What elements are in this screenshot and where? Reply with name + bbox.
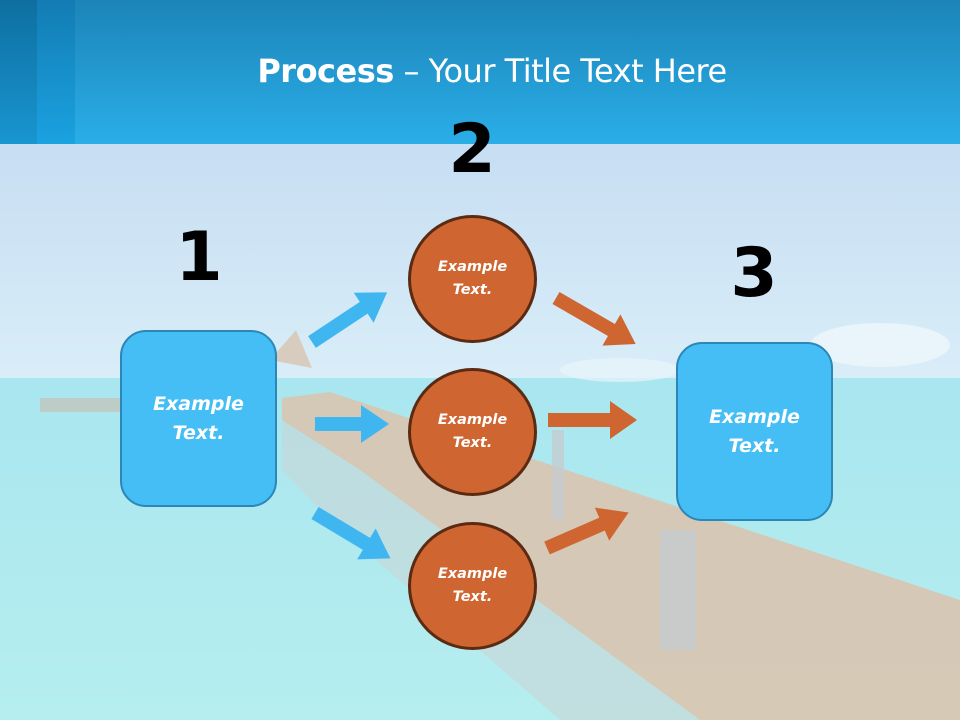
arrow-up-right-icon xyxy=(544,507,629,555)
step-2-circle-bottom[interactable]: Example Text. xyxy=(408,522,537,650)
title-rest: – Your Title Text Here xyxy=(393,52,727,90)
arrow-up-right-icon xyxy=(308,292,388,348)
circle-middle-text-line2: Text. xyxy=(452,435,493,451)
step-1-box[interactable]: Example Text. xyxy=(120,330,277,507)
circle-top-text-line2: Text. xyxy=(452,282,493,298)
circle-bottom-text-line1: Example xyxy=(437,566,508,582)
header-accent-stripe-dark xyxy=(0,0,37,144)
arrow-down-right-icon xyxy=(552,291,636,346)
circle-middle-text-line1: Example xyxy=(437,412,508,428)
step-3-text-line1: Example xyxy=(709,405,800,428)
step-1-text-line1: Example xyxy=(153,392,244,415)
slide-title: Process – Your Title Text Here xyxy=(0,52,960,90)
step-2-circle-middle[interactable]: Example Text. xyxy=(408,368,537,496)
arrow-right-icon xyxy=(315,405,389,443)
blue-arrows xyxy=(308,292,391,560)
orange-arrows xyxy=(544,291,637,555)
arrow-down-right-icon xyxy=(311,506,391,560)
title-bold: Process xyxy=(257,52,394,90)
slide-header-band: Process – Your Title Text Here xyxy=(0,0,960,144)
step-number-2: 2 xyxy=(448,110,496,189)
step-1-text-line2: Text. xyxy=(172,421,225,444)
circle-top-text-line1: Example xyxy=(437,259,508,275)
circle-bottom-text-line2: Text. xyxy=(452,589,493,605)
step-3-text-line2: Text. xyxy=(728,434,781,457)
step-3-box[interactable]: Example Text. xyxy=(676,342,833,521)
step-number-3: 3 xyxy=(730,234,778,313)
step-number-1: 1 xyxy=(175,218,223,297)
arrow-right-icon xyxy=(548,401,637,439)
header-accent-stripe-mid xyxy=(37,0,75,144)
step-2-circle-top[interactable]: Example Text. xyxy=(408,215,537,343)
